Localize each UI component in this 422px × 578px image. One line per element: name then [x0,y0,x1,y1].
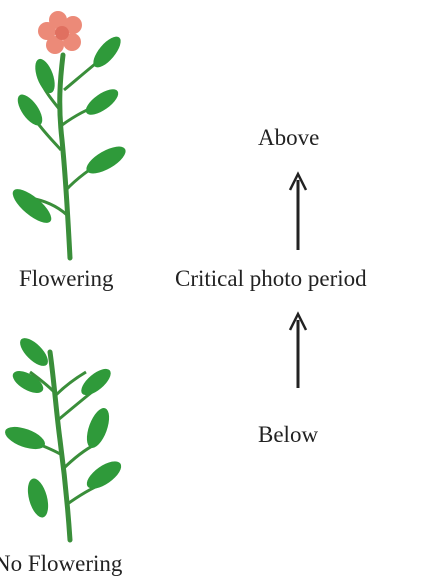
leaf [2,422,48,453]
label-no-flowering: No Flowering [0,551,122,577]
non-flowering-plant [2,334,125,540]
arrow-up-bottom [290,314,306,388]
leaf [77,364,115,399]
label-critical-photo-period: Critical photo period [175,266,367,292]
label-above: Above [258,125,319,151]
flowering-plant [8,11,130,258]
leaf [82,456,125,494]
label-flowering: Flowering [19,266,114,292]
flower-icon [38,11,82,54]
non-flowering-stem [50,352,70,540]
leaf [89,32,126,71]
leaf [16,334,53,371]
leaf [82,405,113,451]
arrow-up-top [290,174,306,250]
leaf [82,141,129,179]
leaf [13,91,47,130]
leaf [24,476,52,519]
leaf [8,184,56,229]
leaf [82,85,122,120]
label-below: Below [258,422,318,448]
leaf [31,56,58,95]
